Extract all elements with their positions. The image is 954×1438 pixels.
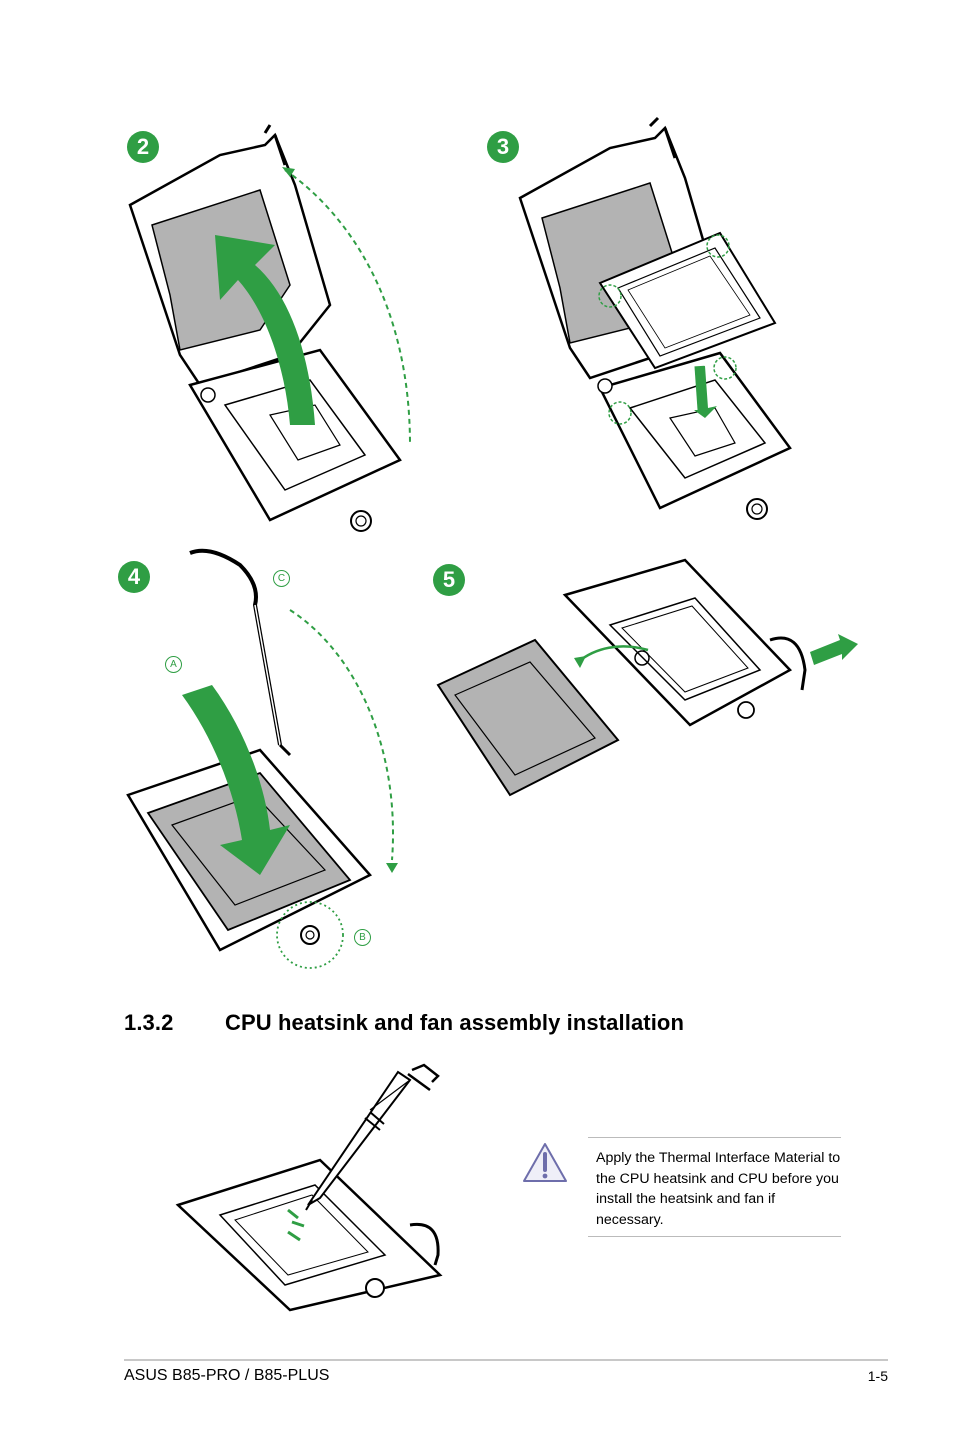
section-heading: 1.3.2 CPU heatsink and fan assembly insta… [124,1010,684,1036]
step-3-illustration [518,116,792,520]
section-number: 1.3.2 [124,1010,174,1035]
note-text: Apply the Thermal Interface Material to … [596,1150,841,1228]
label-b: B [354,929,371,946]
footer-product: ASUS B85-PRO / B85-PLUS [124,1367,330,1384]
note-box: Apply the Thermal Interface Material to … [588,1137,841,1237]
step-4-badge: 4 [118,561,150,593]
step-5-badge: 5 [433,564,465,596]
step-3-badge: 3 [487,131,519,163]
label-a: A [165,656,182,673]
step-4-illustration [126,548,398,969]
step-2-badge: 2 [127,131,159,163]
footer-divider [124,1359,888,1361]
caution-triangle-icon [523,1143,567,1182]
label-c: C [273,570,290,587]
step-5-illustration [436,558,858,797]
section-title: CPU heatsink and fan assembly installati… [225,1010,684,1035]
footer-page-number: 1-5 [867,1368,888,1384]
step-2-illustration [128,124,411,532]
thermal-paste-illustration [175,1063,443,1312]
